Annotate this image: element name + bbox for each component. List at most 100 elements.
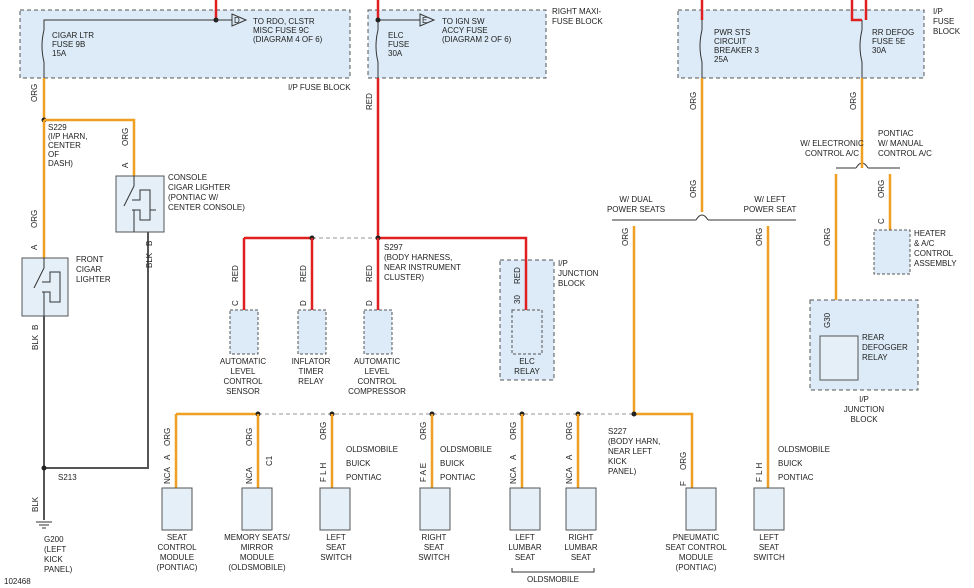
s227-node [631, 411, 637, 417]
oldsmobile-group-label: OLDSMOBILE [527, 575, 579, 584]
pneumatic-line4: (PONTIAC) [676, 563, 717, 572]
ip-fuse-block-left [19, 9, 351, 79]
red-label-5: RED [513, 267, 522, 284]
right-switch-make3: PONTIAC [440, 473, 476, 482]
s227-line3: NEAR LEFT [608, 447, 652, 456]
elc-relay-line1: ELC [519, 357, 535, 366]
left-switch-line3: SWITCH [320, 553, 352, 562]
console-lighter-symbol [123, 176, 156, 232]
ip-junction-right-line1: I/P [859, 395, 869, 404]
elc-relay-pin-30: 30 [513, 295, 522, 304]
red-label-3: RED [299, 265, 308, 282]
ip-junction-right-line3: BLOCK [850, 415, 878, 424]
pneumatic-box [685, 487, 717, 531]
ip-fuse-right-line2: FUSE [933, 17, 954, 26]
org-label-7: ORG [755, 228, 764, 246]
cigar-fuse-trace [43, 19, 216, 78]
ign-connector [419, 13, 436, 27]
g200-line1: G200 [44, 535, 64, 544]
rdo-connector [216, 13, 248, 27]
pontiac-ac-line3: CONTROL A/C [878, 149, 932, 158]
heater-line2: & A/C [914, 239, 935, 248]
rr-defog-line1: RR DEFOG [872, 28, 914, 37]
left-lumbar-box [509, 487, 541, 531]
s297-line1: S297 [384, 243, 403, 252]
elc-relay-box [511, 309, 543, 355]
blk-label-2: BLK [31, 334, 40, 350]
diagram-id: 102468 [4, 577, 31, 586]
memory-line3: MODULE [240, 553, 274, 562]
front-cigar-lighter [21, 257, 69, 317]
right-maxi-fuse-block [367, 9, 547, 79]
left-switch-make1: OLDSMOBILE [346, 445, 398, 454]
ign-ref-line1: TO IGN SW [442, 17, 485, 26]
elc-fuse-line3: 30A [388, 49, 403, 58]
org-label-12: ORG [245, 428, 254, 446]
ip-junction-line3: BLOCK [558, 279, 586, 288]
front-pin-b: B [31, 325, 40, 330]
blk-label-3: BLK [31, 496, 40, 512]
org-wire-to-console [44, 118, 136, 176]
red-bus-right [378, 236, 528, 260]
ip-junction-right-line2: JUNCTION [844, 405, 885, 414]
heater-line3: CONTROL [914, 249, 954, 258]
seat-ctrl-nca: NCA [163, 466, 172, 484]
left-switch-make2: BUICK [346, 459, 371, 468]
alc-comp-pin-d: D [365, 300, 374, 306]
front-lighter-line1: FRONT [76, 255, 104, 264]
left-switch2-make3: PONTIAC [778, 473, 814, 482]
console-lighter-line2: CIGAR LIGHTER [168, 183, 230, 192]
left-switch-line2: SEAT [326, 543, 346, 552]
alc-sensor-pin-c: C [231, 300, 240, 306]
pwr-sts-line2: CIRCUIT [714, 37, 747, 46]
elc-fuse-line1: ELC [388, 31, 404, 40]
pwr-sts-line4: 25A [714, 55, 729, 64]
s297-line2: (BODY HARNESS, [384, 253, 452, 262]
front-pin-a: A [30, 244, 39, 250]
cigar-fuse-line1: CIGAR LTR [52, 31, 94, 40]
inflator-relay-box [297, 309, 327, 355]
cigar-fuse-line3: 15A [52, 49, 67, 58]
memory-nca: NCA [245, 466, 254, 484]
electronic-ac-line1: W/ ELECTRONIC [800, 139, 864, 148]
front-lighter-symbol [33, 258, 61, 316]
memory-line4: (OLDSMOBILE) [228, 563, 286, 572]
elc-fuse-symbol [375, 29, 379, 63]
org-label-17: ORG [679, 452, 688, 470]
right-switch-line2: SEAT [424, 543, 444, 552]
right-lumbar-line3: SEAT [571, 553, 591, 562]
g200-line4: PANEL) [44, 565, 73, 574]
heater-line1: HEATER [914, 229, 946, 238]
console-cigar-lighter [115, 175, 165, 233]
org-label-13: ORG [319, 422, 328, 440]
inflator-pin-d: D [299, 300, 308, 306]
rdo-conn-pin: D [234, 16, 240, 25]
ip-fuse-block-label: I/P FUSE BLOCK [288, 83, 351, 92]
dual-seats-line1: W/ DUAL [619, 195, 653, 204]
org-label-11: ORG [163, 428, 172, 446]
left-seat-switch-box [319, 487, 351, 531]
right-maxi-label-line2: FUSE BLOCK [552, 17, 603, 26]
left-switch2-make1: OLDSMOBILE [778, 445, 830, 454]
seat-ctrl-line3: MODULE [160, 553, 194, 562]
rr-defog-line2: FUSE 5E [872, 37, 905, 46]
left-switch-make3: PONTIAC [346, 473, 382, 482]
right-lumbar-line1: RIGHT [569, 533, 594, 542]
right-lumbar-nca: NCA [565, 466, 574, 484]
left-switch2-make2: BUICK [778, 459, 803, 468]
s227-line4: KICK [608, 457, 627, 466]
blk-wire-console-ground [44, 232, 149, 469]
left-switch-line1: LEFT [326, 533, 346, 542]
s227-line1: S227 [608, 427, 627, 436]
heater-pin-c: C [877, 218, 886, 224]
alc-sensor-line1: AUTOMATIC [220, 357, 267, 366]
rear-defog-line3: RELAY [862, 353, 888, 362]
left-switch-pins: F L H [319, 463, 328, 482]
pneumatic-line1: PNEUMATIC [673, 533, 720, 542]
right-switch-pins: F A E [419, 463, 428, 482]
org-label-15: ORG [509, 422, 518, 440]
ign-ref-line2: ACCY FUSE [442, 26, 488, 35]
dual-seats-line2: POWER SEATS [607, 205, 665, 214]
seat-ctrl-pin-a: A [163, 454, 172, 460]
pwr-sts-symbol [699, 29, 703, 63]
